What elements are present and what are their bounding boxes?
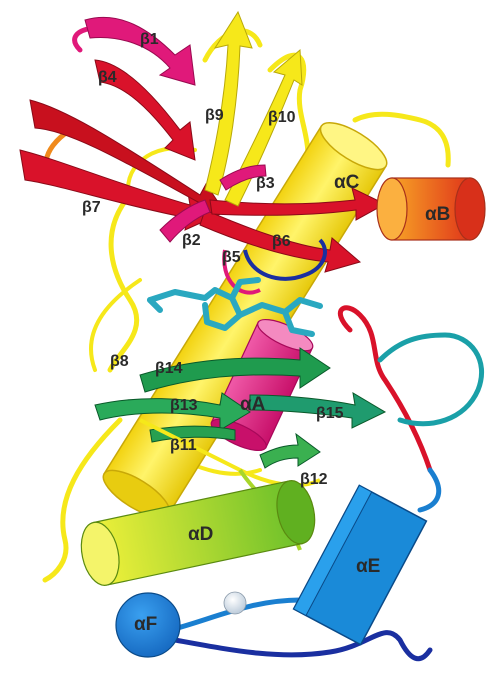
label-beta-14: β14 bbox=[155, 360, 183, 377]
label-beta-3: β3 bbox=[256, 175, 275, 192]
label-beta-1: β1 bbox=[140, 31, 159, 48]
label-beta-6: β6 bbox=[272, 233, 291, 250]
label-beta-2: β2 bbox=[182, 232, 201, 249]
label-alpha-e: αE bbox=[356, 556, 380, 577]
label-beta-9: β9 bbox=[205, 107, 224, 124]
label-alpha-b: αB bbox=[425, 204, 450, 225]
label-alpha-d: αD bbox=[188, 524, 213, 545]
label-beta-7: β7 bbox=[82, 199, 101, 216]
label-beta-8: β8 bbox=[110, 353, 129, 370]
label-beta-10: β10 bbox=[268, 109, 296, 126]
label-beta-13: β13 bbox=[170, 397, 198, 414]
label-beta-5: β5 bbox=[222, 249, 241, 266]
label-alpha-f: αF bbox=[134, 614, 157, 635]
metal-ion-sphere bbox=[224, 592, 246, 614]
label-alpha-c: αC bbox=[334, 172, 360, 193]
label-beta-4: β4 bbox=[98, 69, 117, 86]
label-beta-15: β15 bbox=[316, 405, 344, 422]
label-beta-12: β12 bbox=[300, 471, 328, 488]
label-beta-11: β11 bbox=[170, 437, 197, 454]
label-alpha-a: αA bbox=[240, 394, 266, 415]
